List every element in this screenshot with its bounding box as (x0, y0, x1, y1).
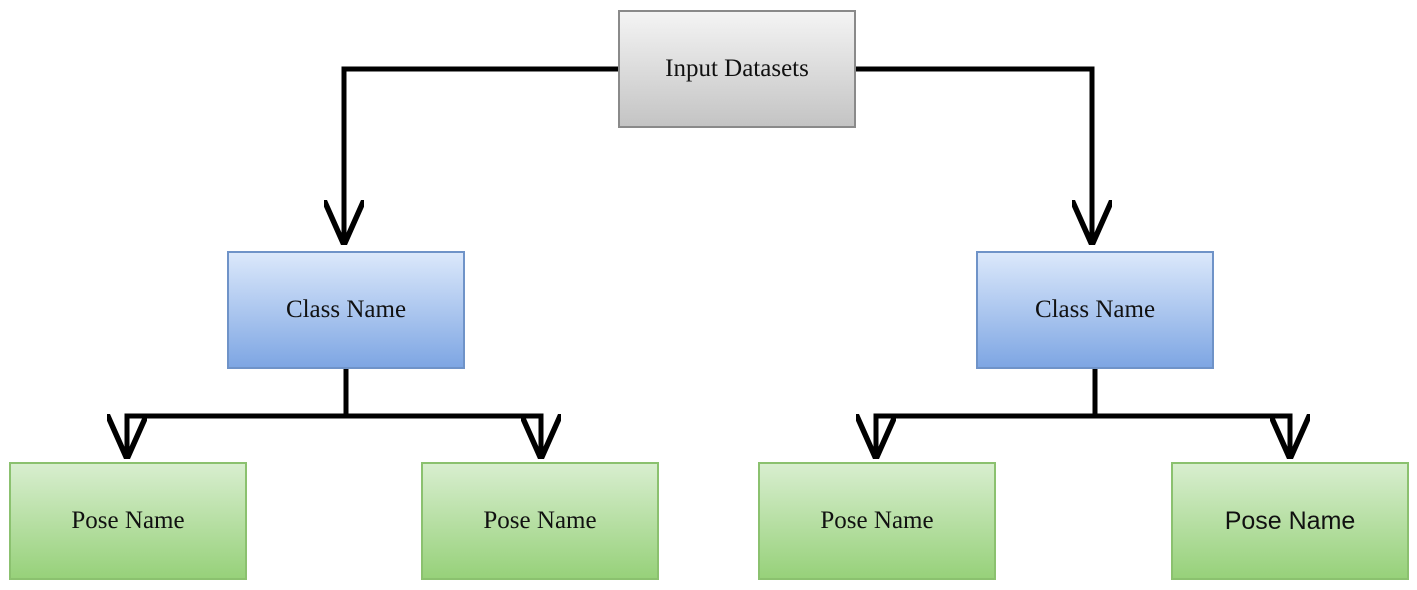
pose-name-label: Pose Name (71, 507, 185, 534)
pose-name-node-3: Pose Name (758, 462, 996, 580)
pose-name-node-2: Pose Name (421, 462, 659, 580)
pose-name-node-4: Pose Name (1171, 462, 1409, 580)
pose-name-node-1: Pose Name (9, 462, 247, 580)
connector-root-to-class-right (856, 66, 1092, 240)
pose-name-label: Pose Name (483, 507, 597, 534)
class-name-label: Class Name (285, 296, 407, 323)
connector-root-to-class-left (344, 66, 618, 240)
pose-name-label: Pose Name (820, 507, 934, 534)
pose-name-label: Pose Name (1224, 506, 1356, 535)
connector-class-right-to-pose-3 (876, 413, 1095, 454)
connector-class-left-to-pose-1 (127, 413, 346, 454)
class-name-label: Class Name (1034, 296, 1156, 323)
class-name-node-right: Class Name (976, 251, 1214, 369)
connector-class-right-to-pose-4 (1095, 413, 1290, 454)
connector-class-left-to-pose-2 (346, 413, 541, 454)
input-datasets-node: Input Datasets (618, 10, 856, 128)
class-name-node-left: Class Name (227, 251, 465, 369)
input-datasets-label: Input Datasets (665, 55, 809, 82)
